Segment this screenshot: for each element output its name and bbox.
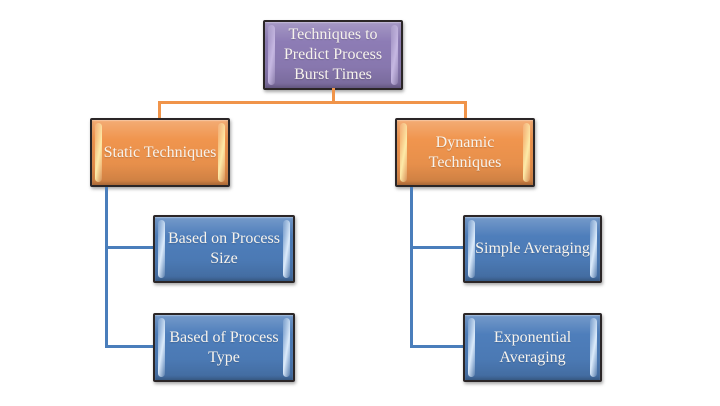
connector-dynamic-branch-2	[410, 345, 463, 348]
connector-dynamic-branch-1	[410, 246, 463, 249]
node-dynamic-techniques: Dynamic Techniques	[395, 118, 535, 187]
connector-static-branch-1	[105, 246, 153, 249]
node-simple-averaging: Simple Averaging	[463, 215, 602, 283]
node-based-on-process-size: Based on Process Size	[153, 215, 295, 283]
node-exponential-averaging: Exponential Averaging	[463, 313, 602, 382]
node-based-of-process-type-label: Based of Process Type	[169, 328, 279, 366]
node-simple-averaging-label: Simple Averaging	[475, 240, 590, 257]
node-root: Techniques to Predict Process Burst Time…	[263, 20, 403, 90]
node-based-of-process-type: Based of Process Type	[153, 313, 295, 382]
connector-dynamic-vertical	[410, 187, 413, 348]
connector-root-drop-left	[158, 101, 161, 120]
node-based-on-process-size-label: Based on Process Size	[168, 230, 280, 267]
node-exponential-averaging-label: Exponential Averaging	[493, 328, 572, 366]
node-root-label: Techniques to Predict Process Burst Time…	[283, 26, 383, 83]
connector-static-branch-2	[105, 345, 153, 348]
connector-root-drop-right	[464, 101, 467, 120]
connector-static-vertical	[105, 187, 108, 348]
connector-root-stem	[332, 88, 335, 103]
node-dynamic-techniques-label: Dynamic Techniques	[428, 133, 502, 171]
connector-root-horizontal	[158, 101, 467, 104]
node-static-techniques: Static Techniques	[90, 118, 230, 187]
node-static-techniques-label: Static Techniques	[103, 143, 217, 161]
